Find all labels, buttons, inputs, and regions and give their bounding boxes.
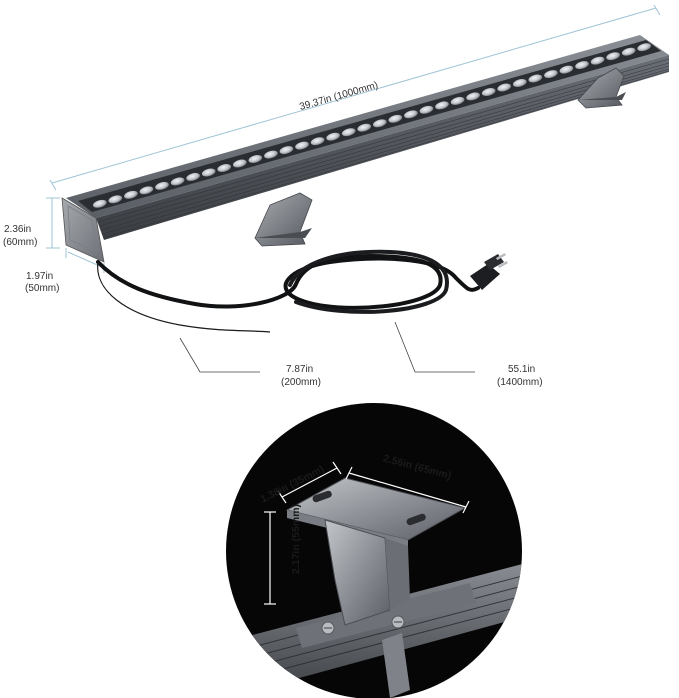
height-dimension: 2.36in (60mm) [3,197,60,249]
led-lens [590,56,605,65]
led-wall-washer-bar [61,35,670,263]
width-label-in: 1.97in [26,271,53,282]
led-lens [108,195,123,204]
led-lens [341,128,356,137]
cord-dimension: 55.1in (1400mm) [394,321,543,388]
length-label: 39.37in (1000mm) [298,80,379,113]
led-lens [155,181,169,190]
led-lens [606,52,620,61]
led-lens [419,105,434,114]
cord-label-mm: (1400mm) [497,377,543,388]
led-lens [170,177,185,186]
mounting-bracket-right [577,67,626,109]
heat-sink-fins [97,58,670,239]
led-lens [139,186,154,195]
led-lens [186,172,200,181]
lead-label-mm: (200mm) [281,377,321,388]
height-label-in: 2.36in [4,224,31,235]
led-lens [248,155,263,163]
led-lens [92,199,107,208]
led-lens [435,101,449,110]
power-plug [470,253,508,290]
led-lens [512,79,527,87]
led-lens [295,141,309,150]
led-lens [310,137,325,146]
led-lens [559,65,574,74]
led-lens [637,43,652,52]
bracket-height-label: 2.17in (55mm) [290,504,302,574]
led-lens [544,70,558,79]
led-lens-row [92,43,652,208]
led-lens [124,190,138,199]
led-lens [481,88,496,96]
led-lens [621,47,636,56]
led-lens [528,74,543,83]
led-lens [357,123,372,132]
led-lens [497,83,512,92]
led-lens [201,168,216,177]
led-lens [372,119,387,128]
width-label-mm: (50mm) [25,283,59,294]
led-lens [450,96,465,105]
height-label-mm: (60mm) [3,237,37,248]
mounting-bracket-left [254,192,313,247]
signal-lead [97,261,271,333]
led-lens [575,61,589,70]
led-lens [217,164,232,172]
led-lens [232,159,247,168]
power-cord [96,249,480,314]
led-lens [326,132,340,141]
lead-label-in: 7.87in [286,364,313,375]
led-lens [404,110,418,119]
bracket-detail-inset: 1.38in (35mm) 2.56in (65mm) 2.17in (55mm… [226,403,522,698]
led-lens [264,150,278,159]
cord-label-in: 55.1in [508,364,535,375]
led-lens [279,146,294,155]
led-lens [466,92,480,101]
lead-dimension: 7.87in (200mm) [179,337,321,388]
led-lens [388,114,403,123]
